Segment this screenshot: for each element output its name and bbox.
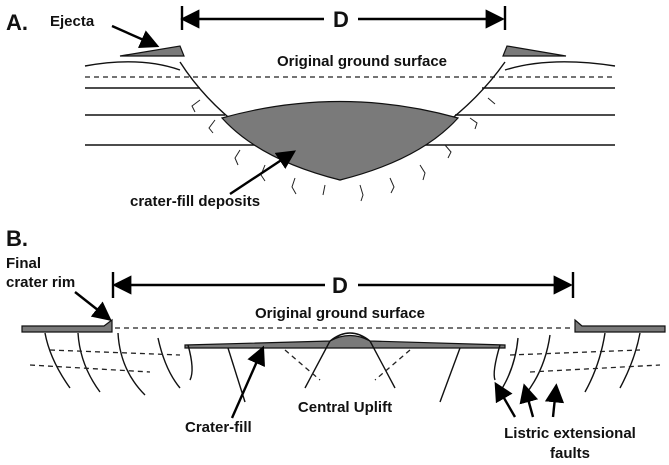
- ejecta-left: [119, 45, 185, 57]
- diameter-label-b: D: [332, 273, 348, 298]
- rim-left: [21, 318, 113, 333]
- fault-arrow-1: [494, 381, 517, 418]
- diameter-label-a: D: [333, 7, 349, 32]
- fault-arrow-3: [544, 383, 565, 418]
- central-uplift: [304, 332, 396, 389]
- crater-fill-arrow-b: [230, 345, 265, 419]
- strata-lines-a: [84, 61, 616, 146]
- faults-label-line1: Listric extensional: [504, 425, 636, 442]
- rim-arrow: [74, 291, 112, 321]
- ejecta-label: Ejecta: [50, 13, 95, 30]
- ejecta-arrow: [111, 24, 160, 48]
- panel-a-label: A.: [6, 10, 28, 35]
- ground-surface-label-a: Original ground surface: [277, 53, 447, 70]
- rim-right: [574, 318, 666, 333]
- strata-dashes-b: [29, 349, 661, 381]
- rim-label-line2: crater rim: [6, 274, 75, 291]
- panel-b-label: B.: [6, 226, 28, 251]
- ground-surface-label-b: Original ground surface: [255, 305, 425, 322]
- listric-faults: [44, 332, 641, 403]
- panel-b: B. Final crater rim D Original ground su…: [6, 226, 666, 462]
- faults-label-line2: faults: [550, 445, 590, 462]
- diameter-arrow-a: [180, 6, 507, 30]
- diameter-arrow-b: [111, 272, 575, 298]
- fault-arrow-2: [519, 383, 539, 418]
- crater-fill-arrow-a: [229, 150, 297, 196]
- fractures-a: [191, 97, 496, 202]
- rim-label-line1: Final: [6, 255, 41, 272]
- central-uplift-label: Central Uplift: [298, 399, 392, 416]
- crater-fill-label-b: Crater-fill: [185, 419, 252, 436]
- crater-fill-b: [184, 334, 506, 349]
- panel-a: A. D Ejecta Original ground surface: [6, 6, 616, 210]
- ejecta-right: [502, 45, 567, 57]
- crater-fill-label-a: crater-fill deposits: [130, 193, 260, 210]
